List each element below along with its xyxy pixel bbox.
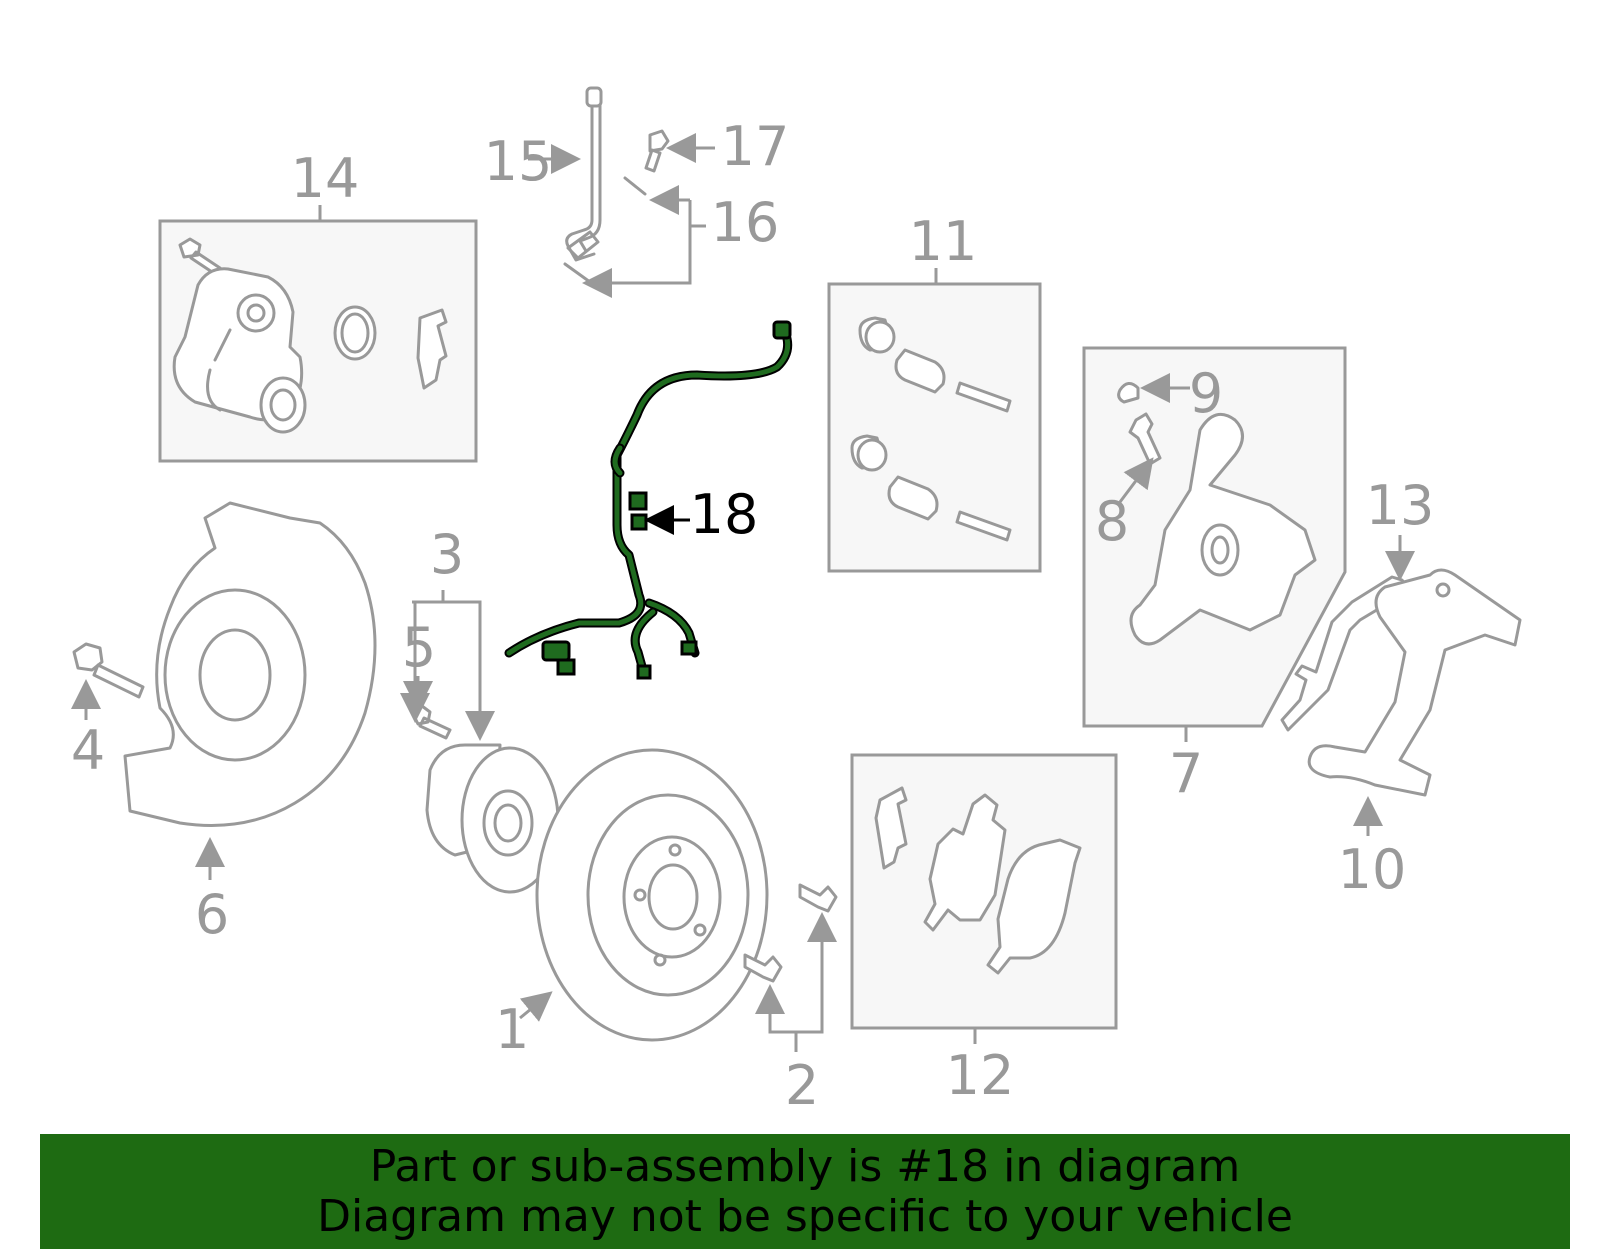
callout-6: 6 bbox=[195, 883, 229, 946]
part-12-group bbox=[850, 753, 1118, 1044]
part-14-group bbox=[158, 205, 478, 463]
callout-13: 13 bbox=[1366, 474, 1435, 537]
part-6-group bbox=[123, 501, 377, 880]
part-2-group bbox=[743, 883, 838, 1052]
banner-line-2: Diagram may not be specific to your vehi… bbox=[317, 1191, 1293, 1242]
callout-17: 17 bbox=[721, 115, 790, 178]
callout-9: 9 bbox=[1189, 362, 1223, 425]
callout-8: 8 bbox=[1095, 490, 1129, 553]
part-7-group bbox=[1082, 346, 1347, 742]
callout-3: 3 bbox=[430, 523, 464, 586]
part-4-group bbox=[71, 642, 145, 720]
part-18-harness bbox=[504, 320, 793, 680]
part-11-group bbox=[827, 268, 1042, 573]
part-1-group bbox=[519, 748, 769, 1042]
callout-18: 18 bbox=[690, 483, 759, 546]
callout-4: 4 bbox=[71, 719, 105, 782]
callout-labels: 1 2 3 4 5 6 7 8 9 10 11 12 13 14 15 16 1… bbox=[71, 115, 1435, 1117]
part-3-5-group bbox=[400, 590, 560, 894]
callout-10: 10 bbox=[1338, 838, 1407, 901]
callout-7: 7 bbox=[1169, 742, 1203, 805]
callout-12: 12 bbox=[946, 1044, 1015, 1107]
info-banner: Part or sub-assembly is #18 in diagram D… bbox=[40, 1134, 1570, 1249]
callout-11: 11 bbox=[909, 210, 978, 273]
callout-5: 5 bbox=[402, 616, 436, 679]
callout-2: 2 bbox=[785, 1054, 819, 1117]
callout-1: 1 bbox=[495, 998, 529, 1061]
part-13-10-group bbox=[1280, 535, 1522, 836]
part-15-17-group bbox=[528, 86, 715, 298]
callout-15: 15 bbox=[484, 130, 553, 193]
banner-line-1: Part or sub-assembly is #18 in diagram bbox=[369, 1141, 1241, 1192]
callout-16: 16 bbox=[711, 191, 780, 254]
callout-14: 14 bbox=[291, 147, 360, 210]
